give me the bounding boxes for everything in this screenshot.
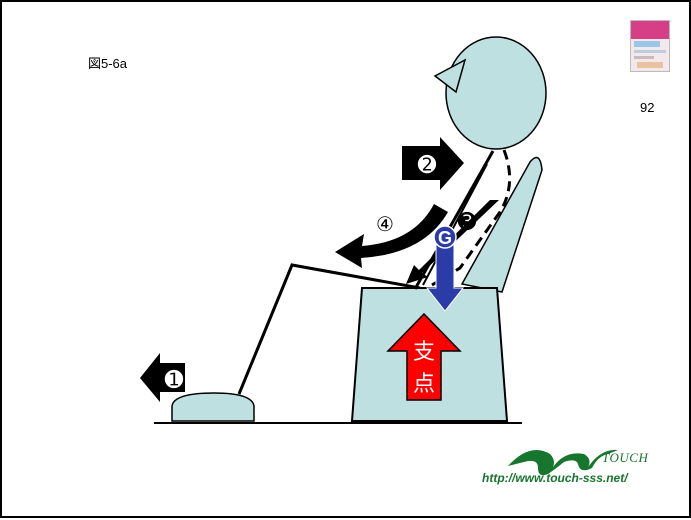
head <box>446 37 546 149</box>
fulcrum-char-1: 支 <box>413 340 435 365</box>
foot <box>172 393 254 421</box>
fulcrum-char-2: 点 <box>413 372 435 397</box>
logo-word: TOUCH <box>602 450 648 466</box>
logo-url: http://www.touch-sss.net/ <box>482 471 628 485</box>
marker-4: ④ <box>376 212 394 236</box>
gravity-label: G <box>438 228 452 248</box>
marker-3: ➌ <box>458 210 477 235</box>
marker-2: ➋ <box>418 153 437 178</box>
marker-1: ➊ <box>165 368 184 393</box>
